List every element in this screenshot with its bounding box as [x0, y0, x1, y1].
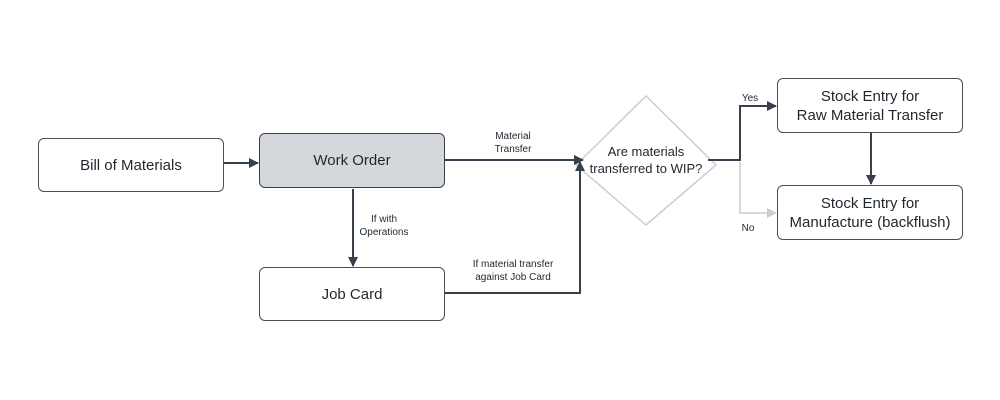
- raw-material-transfer-label: Stock Entry for Raw Material Transfer: [796, 87, 944, 124]
- work-order-label: Work Order: [313, 152, 391, 169]
- work-order-node: Work Order: [259, 133, 445, 188]
- edge-job-card-to-decision: [445, 161, 585, 294]
- manufacture-label: Stock Entry for Manufacture (backflush): [789, 194, 951, 231]
- yes-edge-label: Yes: [741, 93, 759, 104]
- raw-material-transfer-node: Stock Entry for Raw Material Transfer: [777, 78, 963, 133]
- no-edge-label: No: [741, 223, 755, 234]
- decision-label: Are materials transferred to WIP?: [589, 144, 703, 176]
- edge-decision-no: [739, 162, 777, 218]
- bill-of-materials-node: Bill of Materials: [38, 138, 224, 192]
- job-card-transfer-edge-label: If material transfer against Job Card: [472, 259, 554, 283]
- manufacture-node: Stock Entry for Manufacture (backflush): [777, 185, 963, 240]
- with-operations-edge-label: If with Operations: [359, 214, 409, 238]
- decision-diamond: [574, 94, 718, 226]
- bill-of-materials-label: Bill of Materials: [80, 156, 182, 174]
- edge-decision-yes: [708, 101, 777, 161]
- job-card-label: Job Card: [321, 285, 383, 303]
- job-card-node: Job Card: [259, 267, 445, 321]
- material-transfer-edge-label: Material Transfer: [494, 131, 532, 155]
